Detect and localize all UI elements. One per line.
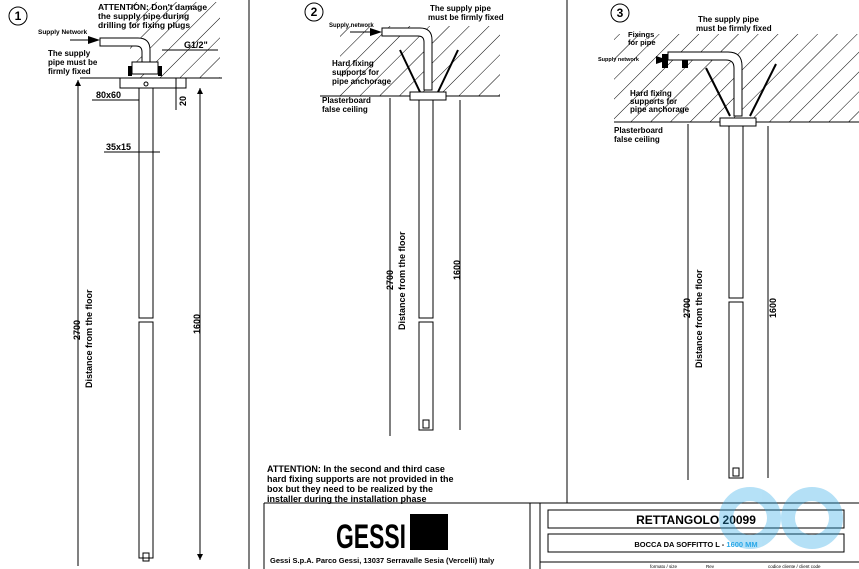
panel-3-wall-plate	[719, 117, 757, 127]
panel-1-plate-size-label: 80x60	[96, 90, 121, 100]
panel-3-support-right	[749, 63, 777, 117]
panel-2-supply-network-label: Supply network	[329, 23, 374, 29]
panel-2-support-right	[437, 49, 459, 93]
panel-2-arrow-icon	[370, 28, 382, 36]
panel-1-spout-outlet	[142, 552, 150, 562]
rev-header: Rev	[706, 564, 715, 569]
panel-2-pipe-fixed-label: The supply pipe must be firmly fixed	[428, 4, 504, 22]
panel-3-fixing-2	[682, 54, 688, 68]
panel-2-ceiling-label: Plasterboard false ceiling	[322, 96, 373, 114]
panel-3-supply-elbow	[667, 51, 743, 117]
panel-2-height-caption: Distance from the floor	[397, 231, 407, 330]
panel-3-supports-label: Hard fixing supports for pipe anchorage	[630, 89, 690, 114]
panel-2-support-left	[399, 49, 421, 93]
panel-2-length-label: 1600	[452, 260, 462, 280]
watermark-logo	[719, 487, 843, 549]
panel-2-total-height-label: 2700	[385, 270, 395, 290]
panel-1-number-circle	[8, 6, 28, 26]
panel-3-number: 3	[617, 6, 624, 20]
panel-2-spout-outlet	[422, 419, 430, 429]
panel-3-height-caption: Distance from the floor	[694, 269, 704, 368]
panel-1-pipe-upper	[138, 87, 154, 319]
panel-3-pipe-lower	[728, 301, 744, 479]
panel-1-number: 1	[15, 9, 22, 23]
panel-3-ceiling-label: Plasterboard false ceiling	[614, 126, 665, 144]
panel-3-number-circle	[610, 3, 630, 23]
panel-2-wall-plate	[409, 91, 447, 101]
panel-2-supply-elbow	[381, 27, 433, 91]
panel-2: 2 The supply pipe must be firmly fixed S…	[304, 2, 504, 436]
panel-3-length-label: 1600	[768, 298, 778, 318]
product-subtitle: BOCCA DA SOFFITTO L - 1600 MM	[634, 540, 757, 549]
attention-note: ATTENTION: In the second and third case …	[267, 464, 456, 504]
company-address: Gessi S.p.A. Parco Gessi, 13037 Serraval…	[270, 556, 495, 565]
title-block: GESSI Gessi S.p.A. Parco Gessi, 13037 Se…	[263, 502, 859, 569]
panel-2-pipe-upper	[418, 99, 434, 319]
panel-3-supply-network-label: Supply network	[598, 57, 640, 63]
panel-1-plate-thickness-label: 20	[178, 96, 188, 106]
panel-2-number: 2	[311, 5, 318, 19]
size-header: formato / size	[650, 564, 678, 569]
panel-1-length-label: 1600	[192, 314, 202, 334]
panel-3-pipe-fixed-label: The supply pipe must be firmly fixed	[696, 15, 772, 33]
product-title-box	[547, 509, 845, 529]
panel-3-fixing-1	[662, 54, 668, 68]
panel-3-spout-outlet	[732, 467, 740, 477]
product-title: RETTANGOLO 20099	[636, 513, 756, 527]
panel-3: 3 The supply pipe must be firmly fixed F…	[598, 3, 859, 480]
panel-2-supports-label: Hard fixing supports for pipe anchorage	[332, 59, 392, 86]
client-code-header: codice cliente / client code	[768, 564, 821, 569]
panel-1-height-caption: Distance from the floor	[84, 289, 94, 388]
panel-2-number-circle	[304, 2, 324, 22]
product-subtitle-box	[547, 533, 845, 553]
panel-1-pipe-fixed-label: The supply pipe must be firmly fixed	[48, 49, 100, 76]
gessi-logo: GESSI	[336, 518, 406, 556]
panel-3-fixings-label: Fixings for pipe	[628, 30, 656, 47]
panel-3-pipe-upper	[728, 125, 744, 299]
panel-3-total-height-label: 2700	[682, 298, 692, 318]
panel-1-pipe-lower	[138, 321, 154, 559]
panel-1-thread-label: G1/2"	[184, 40, 208, 50]
gessi-logo-square	[410, 514, 448, 550]
panel-3-support-left	[705, 67, 731, 117]
panel-1-supply-network-label: Supply Network	[38, 29, 88, 36]
panel-2-pipe-lower	[418, 321, 434, 431]
panel-1-total-height-label: 2700	[72, 320, 82, 340]
panel-2-slab-hatch	[340, 26, 500, 96]
panel-1-arrow-icon	[88, 36, 100, 44]
panel-1-fitting	[131, 61, 159, 75]
panel-1: 1 ATTENTION: Don't damage the supply pip…	[8, 2, 222, 566]
panel-1-pipe-section-label: 35x15	[106, 142, 131, 152]
